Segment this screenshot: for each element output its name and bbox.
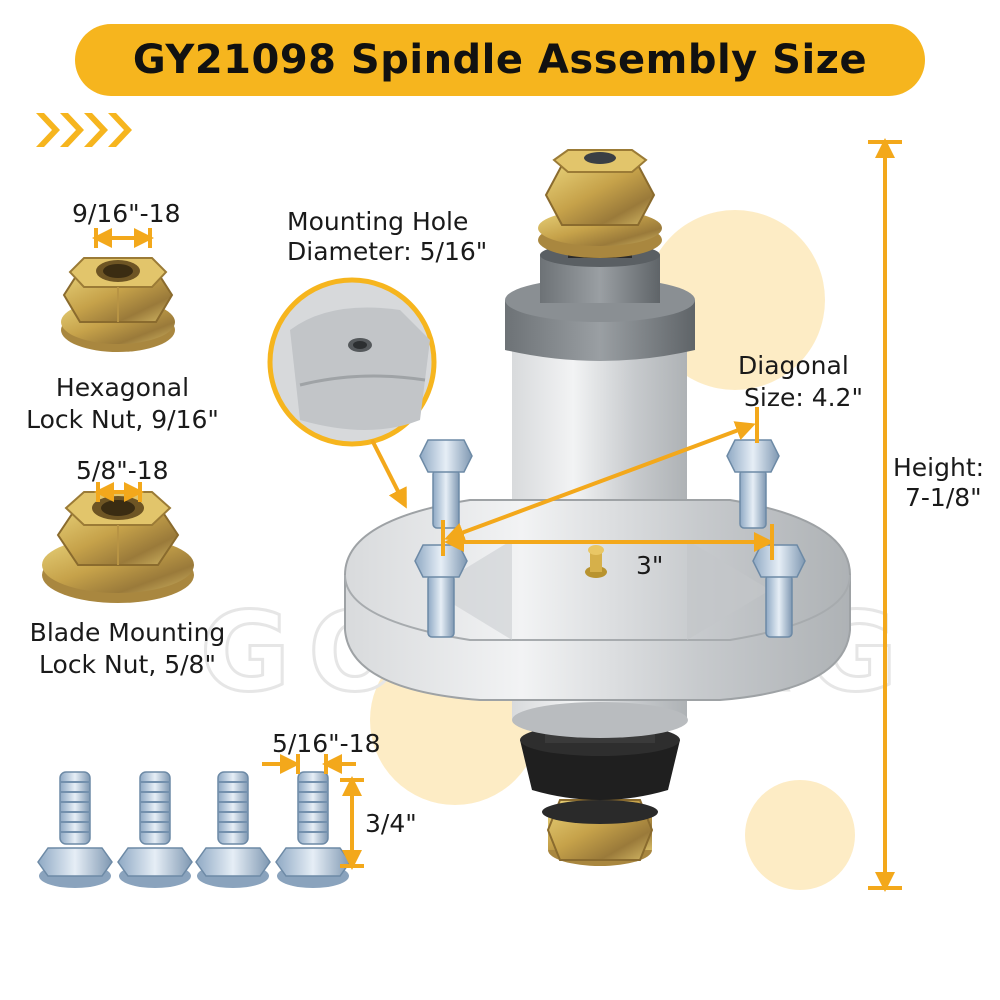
bolt-image: [37, 771, 351, 888]
mounting-hole-zoom-image: [267, 277, 437, 509]
hex-nut-name-line2: Lock Nut, 9/16": [26, 405, 219, 434]
chevron-arrows-icon: [36, 113, 132, 147]
bolt-thread-label: 5/16"-18: [272, 729, 381, 758]
blade-nut-name-line1: Blade Mounting: [29, 618, 226, 647]
span-label: 3": [636, 551, 664, 580]
mounting-hole-label-line1: Mounting Hole: [287, 207, 469, 236]
bolt-length-label: 3/4": [365, 809, 417, 838]
blade-nut-name-line2: Lock Nut, 5/8": [39, 650, 216, 679]
diagonal-label-line1: Diagonal: [738, 351, 849, 380]
hex-nut-thread-label: 9/16"-18: [72, 199, 181, 228]
hex-nut-name-line1: Hexagonal: [55, 373, 190, 402]
dimension-lines: [92, 138, 902, 892]
height-label-line1: Height:: [893, 453, 985, 482]
decor-circle: [745, 780, 855, 890]
hex-nut-image: [61, 257, 175, 352]
diagonal-label-line2: Size: 4.2": [744, 383, 863, 412]
title-banner: GY21098 Spindle Assembly Size: [75, 24, 925, 96]
page-title: GY21098 Spindle Assembly Size: [132, 37, 868, 83]
blade-nut-image: [42, 491, 194, 603]
blade-nut-thread-label: 5/8"-18: [76, 456, 169, 485]
height-label-line2: 7-1/8": [905, 483, 982, 512]
mounting-hole-label-line2: Diameter: 5/16": [287, 237, 488, 266]
